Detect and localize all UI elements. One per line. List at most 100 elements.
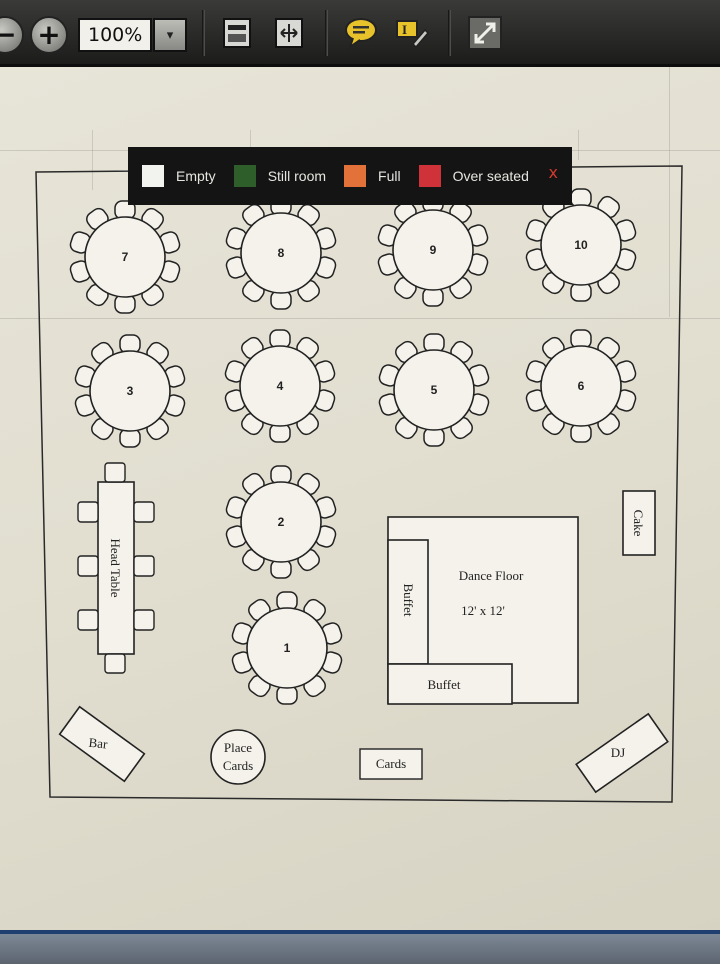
chair	[133, 609, 155, 631]
zoom-dropdown-button[interactable]: ▾	[153, 18, 187, 52]
round-table-6[interactable]: 6	[525, 329, 638, 443]
dance-floor-label: Dance Floor	[459, 568, 524, 583]
highlight-button[interactable]: I	[392, 14, 430, 52]
chair	[104, 653, 126, 674]
fit-page-icon	[223, 18, 251, 48]
round-table-top	[89, 350, 171, 432]
svg-text:I: I	[402, 22, 407, 37]
fit-page-button[interactable]	[218, 14, 256, 52]
buffet-table	[387, 539, 429, 665]
cake-label: Cake	[631, 510, 646, 537]
table-number: 9	[430, 243, 437, 257]
round-table-5[interactable]: 5	[378, 333, 491, 447]
legend-close-button[interactable]: x	[548, 163, 558, 182]
legend-swatch-over-seated	[418, 165, 441, 187]
legend-swatch-still-room	[233, 165, 256, 187]
legend-label: Still room	[267, 168, 327, 184]
legend-item-full: Full	[344, 165, 411, 187]
chevron-down-icon: ▾	[166, 27, 174, 43]
dance-floor-size: 12' x 12'	[461, 603, 505, 618]
cake-table[interactable]: Cake	[622, 490, 656, 556]
round-table-top	[84, 216, 166, 298]
expand-icon	[468, 16, 502, 50]
legend-label: Over seated	[452, 168, 529, 184]
zoom-level-input[interactable]: 100%	[78, 18, 152, 52]
round-table-3[interactable]: 3	[74, 334, 187, 448]
bar-counter	[58, 705, 146, 783]
legend-item-empty: Empty	[142, 165, 226, 187]
zoom-in-button[interactable]: +	[30, 16, 68, 54]
guide-line	[92, 130, 93, 190]
place-cards-label-line2: Cards	[223, 758, 253, 773]
buffet-horizontal[interactable]: Buffet	[387, 663, 513, 705]
round-table-1[interactable]: 1	[231, 591, 344, 705]
toolbar-separator	[202, 10, 205, 56]
table-number: 5	[431, 383, 438, 397]
round-table-8[interactable]: 8	[225, 196, 338, 310]
chair	[133, 501, 155, 523]
legend-swatch-full	[344, 165, 367, 187]
toolbar: − + 100% ▾ I	[0, 0, 720, 67]
toolbar-separator	[448, 10, 451, 56]
place-cards-table[interactable]: Place Cards	[210, 729, 266, 785]
round-table-2[interactable]: 2	[225, 465, 338, 579]
cards-label: Cards	[376, 756, 406, 771]
round-table-top	[239, 345, 321, 427]
round-table-top	[246, 607, 328, 689]
head-table-label: Head Table	[108, 538, 123, 597]
table-number: 2	[278, 515, 285, 529]
guide-line	[250, 130, 251, 160]
table-number: 7	[122, 250, 129, 264]
plus-circle-icon: +	[37, 18, 61, 51]
table-number: 8	[278, 246, 285, 260]
speech-bubble-icon	[345, 18, 377, 50]
table-number: 1	[284, 641, 291, 655]
toolbar-separator	[325, 10, 328, 56]
legend-item-over-seated: Over seated	[418, 165, 539, 187]
round-table-7[interactable]: 7	[69, 200, 182, 314]
table-number: 4	[277, 379, 284, 393]
legend-label: Full	[378, 168, 401, 184]
bar-label: Bar	[88, 735, 109, 752]
round-table-top	[540, 345, 622, 427]
table-number: 3	[127, 384, 134, 398]
minus-circle-icon: −	[0, 18, 17, 51]
guide-line	[578, 130, 579, 160]
dj-booth[interactable]: DJ	[575, 712, 669, 794]
cake-table-top	[622, 490, 656, 556]
highlighter-icon: I	[396, 20, 429, 49]
guide-line	[669, 67, 670, 317]
buffet-table	[387, 663, 513, 705]
chair	[77, 609, 99, 631]
place-cards-circle	[210, 729, 266, 785]
round-table-10[interactable]: 10	[525, 188, 638, 302]
round-table-top	[393, 349, 475, 431]
legend-item-still-room: Still room	[233, 165, 336, 187]
round-table-9[interactable]: 9	[377, 193, 490, 307]
buffet-vertical[interactable]: Buffet	[387, 539, 429, 665]
zoom-level-value: 100%	[88, 24, 143, 46]
cards-table[interactable]: Cards	[359, 748, 423, 780]
chair	[133, 555, 155, 577]
fit-width-button[interactable]	[270, 14, 308, 52]
status-legend: Empty Still room Full Over seated x	[128, 147, 572, 205]
guide-line	[0, 318, 720, 319]
legend-swatch-empty	[142, 165, 164, 187]
round-table-top	[392, 209, 474, 291]
head-table-top	[97, 481, 135, 655]
place-cards-label-line1: Place	[224, 740, 252, 755]
round-table-4[interactable]: 4	[224, 329, 337, 443]
fit-width-icon	[275, 18, 303, 48]
fullscreen-button[interactable]	[466, 14, 504, 52]
bar[interactable]: Bar	[58, 705, 146, 783]
cards-table-top	[359, 748, 423, 780]
chair	[77, 555, 99, 577]
table-number: 10	[574, 238, 588, 252]
comment-button[interactable]	[342, 14, 380, 52]
head-table[interactable]: Head Table	[77, 462, 155, 674]
round-table-top	[240, 481, 322, 563]
dj-table	[575, 712, 669, 794]
round-table-top	[240, 212, 322, 294]
buffet-horizontal-label: Buffet	[428, 677, 461, 692]
